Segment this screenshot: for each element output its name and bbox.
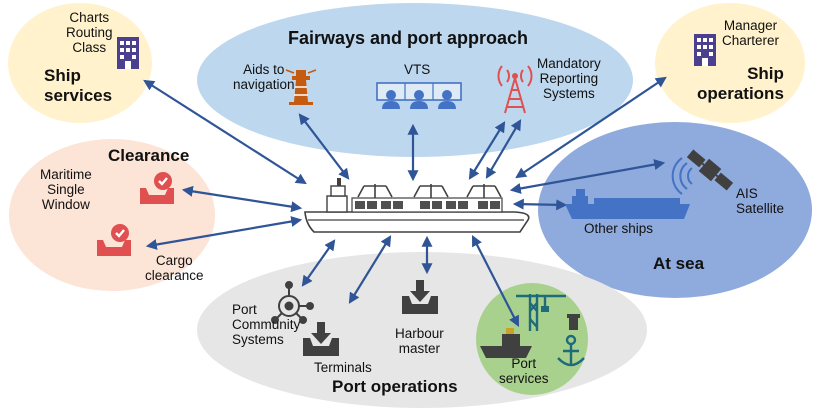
aids-label-line: navigation: [233, 77, 295, 93]
aids-label: Aids to navigation: [233, 62, 295, 92]
port-services-line: Port: [511, 356, 537, 371]
arrow-mandatory-2: [485, 119, 522, 179]
terminals-label: Terminals: [314, 360, 372, 375]
arrow-pcs: [301, 239, 336, 287]
fairways-title: Fairways and port approach: [288, 28, 529, 48]
bollard-icon: [567, 314, 580, 330]
ship-icon: [565, 189, 690, 219]
network-icon: [271, 281, 314, 324]
ship-operations-title-line: Ship: [747, 64, 784, 83]
arrow-ais: [509, 159, 666, 194]
port-services-line: services: [499, 371, 549, 387]
vts-label: VTS: [404, 62, 431, 77]
ship-operations-item: Manager: [723, 18, 778, 33]
ais-label: AIS Satellite: [736, 186, 784, 216]
cargo-clearance-line: Cargo: [155, 253, 193, 268]
arrow-cargo: [145, 216, 303, 250]
mandatory-label-line: Mandatory: [537, 56, 601, 71]
cargo-clearance-line: clearance: [145, 268, 204, 284]
ship-icon: [304, 178, 530, 233]
ship-services-items: Charts Routing Class: [66, 10, 113, 55]
satellite-icon: [671, 149, 734, 195]
cargo-clearance-label: Cargo clearance: [145, 253, 204, 283]
msw-label-line: Window: [41, 197, 90, 213]
building-icon: [117, 37, 139, 69]
harbour-master-line: Harbour: [395, 326, 444, 341]
arrow-aids: [298, 113, 350, 180]
pcs-label: Port Community Systems: [232, 302, 300, 347]
vts-operators-icon: [376, 82, 462, 109]
lighthouse-icon: [285, 69, 317, 105]
ship-operations-title-line: operations: [697, 84, 784, 104]
arrow-other-ships: [512, 198, 568, 211]
msw-label-line: Single: [47, 182, 85, 198]
ship-services-item: Class: [72, 40, 107, 56]
msw-label-line: Maritime: [40, 167, 92, 182]
ship-services-title: Ship services: [44, 66, 112, 107]
ship-services-item: Charts: [69, 10, 110, 25]
other-ships-label: Other ships: [584, 221, 654, 236]
anchor-icon: [557, 334, 585, 367]
mandatory-label-line: Reporting: [539, 71, 599, 87]
port-services-label: Port services: [499, 356, 549, 386]
harbour-master-label: Harbour master: [395, 326, 444, 356]
ship-services-title-line: services: [44, 86, 113, 106]
arrow-port-services: [471, 235, 520, 327]
radio-tower-icon: [497, 65, 533, 114]
pcs-label-line: Systems: [232, 332, 284, 348]
port-operations-title: Port operations: [332, 377, 458, 396]
pcs-label-line: Community: [232, 317, 301, 333]
building-icon: [694, 34, 716, 66]
ais-label-line: Satellite: [736, 201, 785, 217]
mandatory-label: Mandatory Reporting Systems: [537, 56, 601, 101]
pcs-label-line: Port: [232, 302, 257, 317]
aids-label-line: Aids to: [243, 62, 285, 77]
ship-services-item: Routing: [66, 25, 113, 41]
ship-operations-item: Charterer: [722, 33, 780, 49]
crane-icon: [516, 294, 566, 331]
ship-services-title-line: Ship: [44, 66, 81, 85]
tug-icon: [480, 328, 532, 358]
msw-label: Maritime Single Window: [40, 167, 92, 212]
ship-operations-ellipse: [655, 3, 805, 123]
ship-operations-title: Ship operations: [697, 64, 784, 105]
arrow-ship-services: [143, 79, 307, 185]
mandatory-label-line: Systems: [543, 86, 595, 102]
ship-operations-items: Manager Charterer: [722, 18, 779, 48]
ais-label-line: AIS: [736, 186, 758, 201]
harbour-master-line: master: [398, 341, 441, 357]
arrow-msw: [181, 185, 303, 213]
ship-services-ellipse: [8, 3, 152, 123]
at-sea-title: At sea: [653, 254, 705, 273]
clearance-title: Clearance: [108, 146, 190, 165]
arrow-terminals: [348, 235, 392, 304]
